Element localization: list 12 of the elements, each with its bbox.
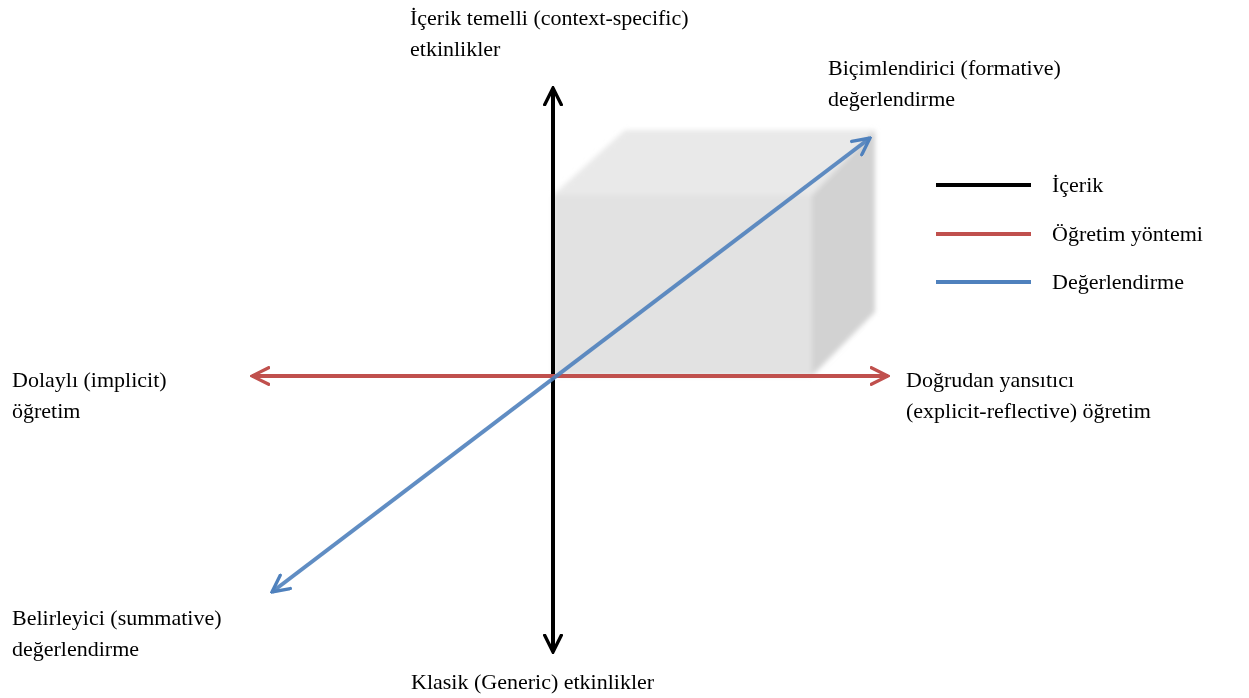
axis-label: Doğrudan yansıtıcı (explicit-reflective) öğretim [888,362,1228,426]
legend-label: Öğretim yöntemi [1052,219,1203,248]
double-arrow [250,366,890,386]
double-arrow [270,136,872,594]
axis-label: Belirleyici (summative) değerlendirme [8,592,272,664]
axis-label: Dolaylı (implicit) öğretim [8,362,252,426]
legend-label: Değerlendirme [1052,268,1184,296]
axis-label: İçerik temelli (context-specific) etkinlikler [410,0,740,88]
double-arrow [543,86,563,654]
legend-label: İçerik [1052,171,1104,199]
axis-label: Klasik (Generic) etkinlikler [405,652,725,698]
axis-label: Biçimlendirici (formative) değerlendirme [826,52,1126,138]
